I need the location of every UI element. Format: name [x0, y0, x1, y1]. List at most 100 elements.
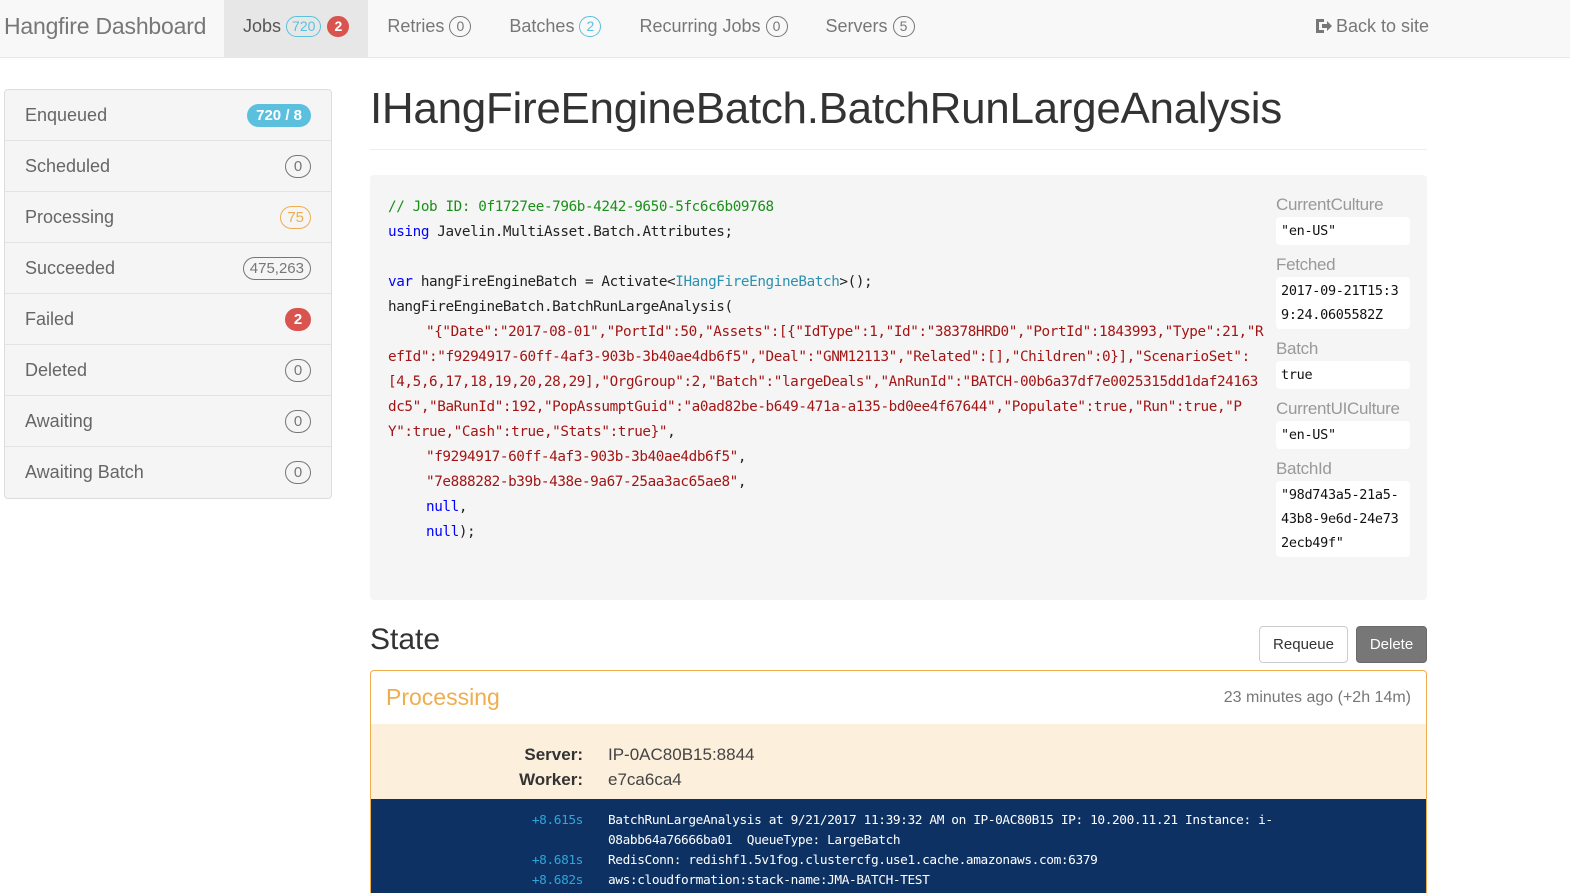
enqueued-count-badge: 720 / 8: [247, 103, 311, 127]
job-parameters: CurrentCulture "en-US" Fetched 2017-09-2…: [1276, 193, 1410, 565]
processing-count-badge: 75: [280, 205, 311, 229]
worker-label: Worker:: [519, 770, 583, 789]
console-output: +8.615s BatchRunLargeAnalysis at 9/21/20…: [371, 799, 1426, 893]
state-card-body: Server: IP-0AC80B15:8844 Worker: e7ca6ca…: [371, 724, 1426, 799]
sidebar-item-label: Failed: [25, 308, 75, 329]
argument-null: null: [426, 524, 459, 540]
top-navbar: Hangfire Dashboard Jobs 720 2 Retries 0 …: [0, 0, 1570, 58]
sidebar-item-processing[interactable]: Processing 75: [5, 192, 331, 243]
param-value: "en-US": [1276, 421, 1410, 449]
var-declaration: hangFireEngineBatch = Activate<: [412, 274, 676, 290]
server-value: IP-0AC80B15:8844: [608, 745, 755, 764]
failed-count-badge: 2: [285, 307, 311, 331]
param-value: "en-US": [1276, 217, 1410, 245]
retries-count-badge: 0: [449, 15, 472, 37]
main-nav: Jobs 720 2 Retries 0 Batches 2 Recurring…: [224, 0, 934, 58]
delete-button[interactable]: Delete: [1356, 626, 1427, 663]
job-details-panel: // Job ID: 0f1727ee-796b-4242-9650-5fc6c…: [370, 175, 1427, 600]
sidebar-item-label: Scheduled: [25, 155, 111, 176]
state-timestamp: 23 minutes ago (+2h 14m): [1223, 688, 1411, 706]
activate-end: >();: [839, 274, 873, 290]
state-card-header: Processing 23 minutes ago (+2h 14m): [371, 671, 1426, 724]
argument-ref-id: "f9294917-60ff-4af3-903b-3b40ae4db6f5": [426, 449, 738, 465]
console-message: BatchRunLargeAnalysis at 9/21/2017 11:39…: [608, 813, 1273, 848]
param-value: true: [1276, 361, 1410, 389]
using-keyword: using: [388, 224, 430, 240]
nav-jobs-label: Jobs: [243, 15, 282, 36]
console-message: RedisConn: redishf1.5v1fog.clustercfg.us…: [608, 853, 1098, 868]
nav-batches[interactable]: Batches 2: [490, 0, 620, 58]
argument-json: "{"Date":"2017-08-01","PortId":50,"Asset…: [388, 324, 1264, 440]
var-keyword: var: [388, 274, 413, 290]
back-to-site-label: Back to site: [1336, 16, 1430, 36]
sidebar-item-label: Deleted: [25, 359, 88, 380]
state-heading: State: [370, 623, 441, 656]
scheduled-count-badge: 0: [285, 154, 311, 178]
nav-retries[interactable]: Retries 0: [368, 0, 490, 58]
back-to-site-link[interactable]: Back to site: [1314, 0, 1429, 52]
nav-recurring-jobs[interactable]: Recurring Jobs 0: [620, 0, 806, 58]
state-name: Processing: [386, 684, 500, 710]
jobs-failed-badge: 2: [327, 15, 350, 37]
sidebar-item-awaiting[interactable]: Awaiting 0: [5, 396, 331, 447]
param-name: CurrentUICulture: [1276, 399, 1400, 418]
servers-count-badge: 5: [892, 15, 915, 37]
param-value: "98d743a5-21a5-43b8-9e6d-24e732ecb49f": [1276, 481, 1410, 557]
comma: ,: [737, 474, 747, 490]
recurring-count-badge: 0: [765, 15, 788, 37]
call-close: );: [458, 524, 476, 540]
comma: ,: [458, 499, 468, 515]
nav-jobs[interactable]: Jobs 720 2: [224, 0, 369, 58]
worker-row: Worker: e7ca6ca4: [371, 767, 1426, 792]
method-call: hangFireEngineBatch.BatchRunLargeAnalysi…: [388, 299, 733, 315]
awaiting-batch-count-badge: 0: [285, 461, 311, 484]
brand-title[interactable]: Hangfire Dashboard: [4, 13, 207, 39]
sidebar-item-label: Succeeded: [25, 257, 116, 278]
succeeded-count-badge: 475,263: [242, 256, 311, 280]
console-time: +8.682s: [531, 873, 584, 888]
using-namespace: Javelin.MultiAsset.Batch.Attributes;: [429, 224, 733, 240]
sidebar-item-deleted[interactable]: Deleted 0: [5, 345, 331, 396]
console-line: +8.682s aws:cloudformation:stack-name:JM…: [371, 871, 1426, 891]
nav-servers[interactable]: Servers 5: [807, 0, 934, 58]
activate-type: IHangFireEngineBatch: [675, 274, 840, 290]
argument-guid: "7e888282-b39b-438e-9a67-25aa3ac65ae8": [426, 474, 738, 490]
jobs-count-badge: 720: [286, 15, 322, 37]
console-message: aws:cloudformation:stack-name:JMA-BATCH-…: [608, 873, 930, 888]
param-name: Fetched: [1276, 255, 1336, 274]
sidebar-item-label: Awaiting Batch: [25, 462, 144, 482]
sidebar-item-label: Enqueued: [25, 104, 108, 125]
param-name: BatchId: [1276, 459, 1332, 478]
console-line: +8.681s RedisConn: redishf1.5v1fog.clust…: [371, 851, 1426, 871]
awaiting-count-badge: 0: [285, 409, 311, 433]
sidebar-item-label: Awaiting: [25, 410, 93, 431]
nav-recurring-label: Recurring Jobs: [639, 15, 761, 36]
param-name: Batch: [1276, 339, 1318, 358]
sidebar-item-awaiting-batch[interactable]: Awaiting Batch 0: [5, 447, 331, 498]
job-code-block: // Job ID: 0f1727ee-796b-4242-9650-5fc6c…: [388, 195, 1264, 545]
sign-out-icon: [1316, 19, 1332, 33]
comma: ,: [667, 424, 676, 440]
sidebar-item-failed[interactable]: Failed 2: [5, 294, 331, 345]
nav-retries-label: Retries: [387, 15, 445, 36]
nav-batches-label: Batches: [509, 15, 575, 36]
worker-value: e7ca6ca4: [608, 770, 682, 789]
console-time: +8.615s: [531, 813, 584, 828]
state-card-processing: Processing 23 minutes ago (+2h 14m) Serv…: [370, 670, 1427, 893]
sidebar-item-scheduled[interactable]: Scheduled 0: [5, 141, 331, 192]
requeue-button[interactable]: Requeue: [1259, 626, 1348, 663]
comma: ,: [737, 449, 747, 465]
param-value: 2017-09-21T15:39:24.0605582Z: [1276, 277, 1410, 329]
sidebar-item-enqueued[interactable]: Enqueued 720 / 8: [5, 90, 331, 141]
title-divider: [370, 149, 1427, 150]
server-label: Server:: [524, 745, 583, 764]
console-line: +8.615s BatchRunLargeAnalysis at 9/21/20…: [371, 811, 1426, 851]
console-time: +8.681s: [531, 853, 584, 868]
param-name: CurrentCulture: [1276, 195, 1384, 214]
deleted-count-badge: 0: [285, 358, 311, 382]
sidebar-item-succeeded[interactable]: Succeeded 475,263: [5, 243, 331, 294]
nav-servers-label: Servers: [825, 15, 888, 36]
server-row: Server: IP-0AC80B15:8844: [371, 742, 1426, 767]
job-id-comment: // Job ID: 0f1727ee-796b-4242-9650-5fc6c…: [388, 199, 774, 215]
page-title: IHangFireEngineBatch.BatchRunLargeAnalys…: [370, 84, 1282, 133]
